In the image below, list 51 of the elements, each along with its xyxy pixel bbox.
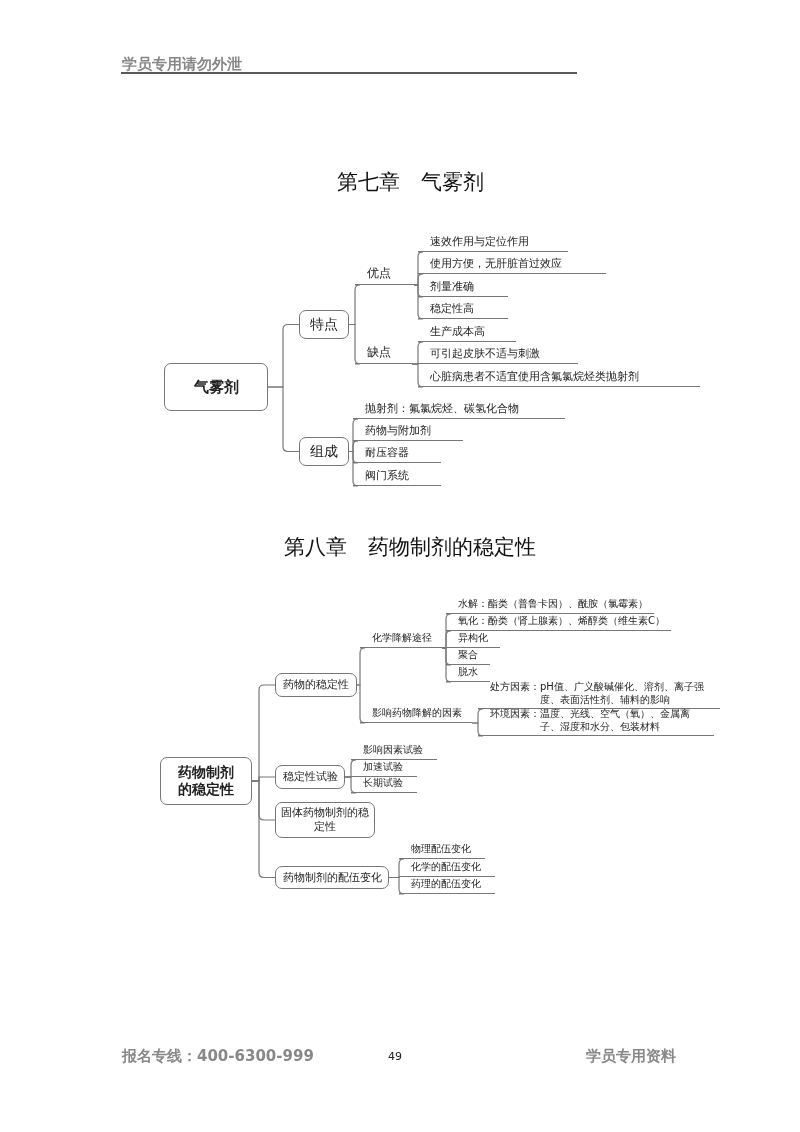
connector-line: [344, 776, 357, 794]
branch-label: 水解：酯类（普鲁卡因）、酰胺（氯霉素）: [446, 598, 654, 614]
branch-label: 长期试验: [351, 777, 417, 793]
branch-label: 化学的配伍变化: [399, 861, 495, 877]
branch-label: 生产成本高: [418, 322, 516, 342]
branch-label: 氧化：酚类（肾上腺素）、烯醇类（维生素C）: [446, 615, 671, 631]
topic-box: 固体药物制剂的稳定性: [275, 802, 375, 838]
chapter-heading: 第七章 气雾剂: [336, 169, 484, 196]
branch-label: 耐压容器: [353, 443, 441, 463]
hotline-text: 报名专线：400-6300-999: [122, 1047, 314, 1066]
branch-label: 阀门系统: [353, 466, 441, 486]
branch-label: 稳定性高: [418, 299, 508, 319]
page-header: 学员专用请勿外泄: [122, 55, 242, 74]
connector-line: [251, 780, 276, 879]
topic-box: 药物制剂的配伍变化: [275, 866, 389, 889]
chapter-heading: 第八章 药物制剂的稳定性: [284, 534, 536, 561]
branch-label: 心脏病患者不适宜使用含氟氯烷烃类抛射剂: [418, 367, 700, 387]
topic-box: 稳定性试验: [275, 765, 345, 789]
branch-label: 加速试验: [351, 761, 417, 777]
connector-line: [356, 684, 366, 724]
branch-label: 环境因素：温度、光线、空气（氧）、金属离子、湿度和水分、包装材料: [478, 707, 714, 736]
branch-label: 处方因素：pH值、广义酸碱催化、溶剂、离子强度、表面活性剂、辅料的影响: [478, 680, 720, 709]
branch-label: 优点: [355, 265, 414, 285]
branch-label: 抛射剂：氟氯烷烃、碳氢化合物: [353, 399, 565, 419]
topic-box: 组成: [299, 437, 349, 466]
branch-label: 聚合: [446, 649, 490, 665]
connector-line: [388, 876, 405, 895]
connector-line: [441, 647, 452, 683]
topic-box: 药物制剂的稳定性: [160, 757, 252, 805]
topic-box: 药物的稳定性: [275, 673, 357, 697]
branch-label: 药物与附加剂: [353, 421, 463, 441]
branch-label: 异构化: [446, 632, 500, 648]
branch-label: 可引起皮肤不适与刺激: [418, 344, 578, 364]
branch-label: 物理配伍变化: [399, 843, 485, 859]
branch-label: 剂量准确: [418, 277, 508, 297]
topic-box: 特点: [299, 310, 349, 339]
connector-line: [267, 386, 300, 453]
page-footer: 学员专用资料: [586, 1047, 676, 1066]
page-number: 49: [388, 1050, 402, 1063]
connector-line: [411, 363, 424, 388]
branch-label: 影响药物降解的因素: [360, 707, 472, 723]
connector-line: [413, 284, 424, 320]
branch-label: 缺点: [355, 344, 412, 364]
connector-line: [471, 722, 484, 737]
branch-label: 使用方便，无肝脏首过效应: [418, 254, 606, 274]
branch-label: 化学降解途径: [360, 632, 442, 648]
branch-label: 脱水: [446, 666, 490, 682]
branch-label: 药理的配伍变化: [399, 878, 495, 894]
branch-label: 影响因素试验: [351, 744, 437, 760]
topic-box: 气雾剂: [164, 363, 268, 411]
branch-label: 速效作用与定位作用: [418, 232, 568, 252]
